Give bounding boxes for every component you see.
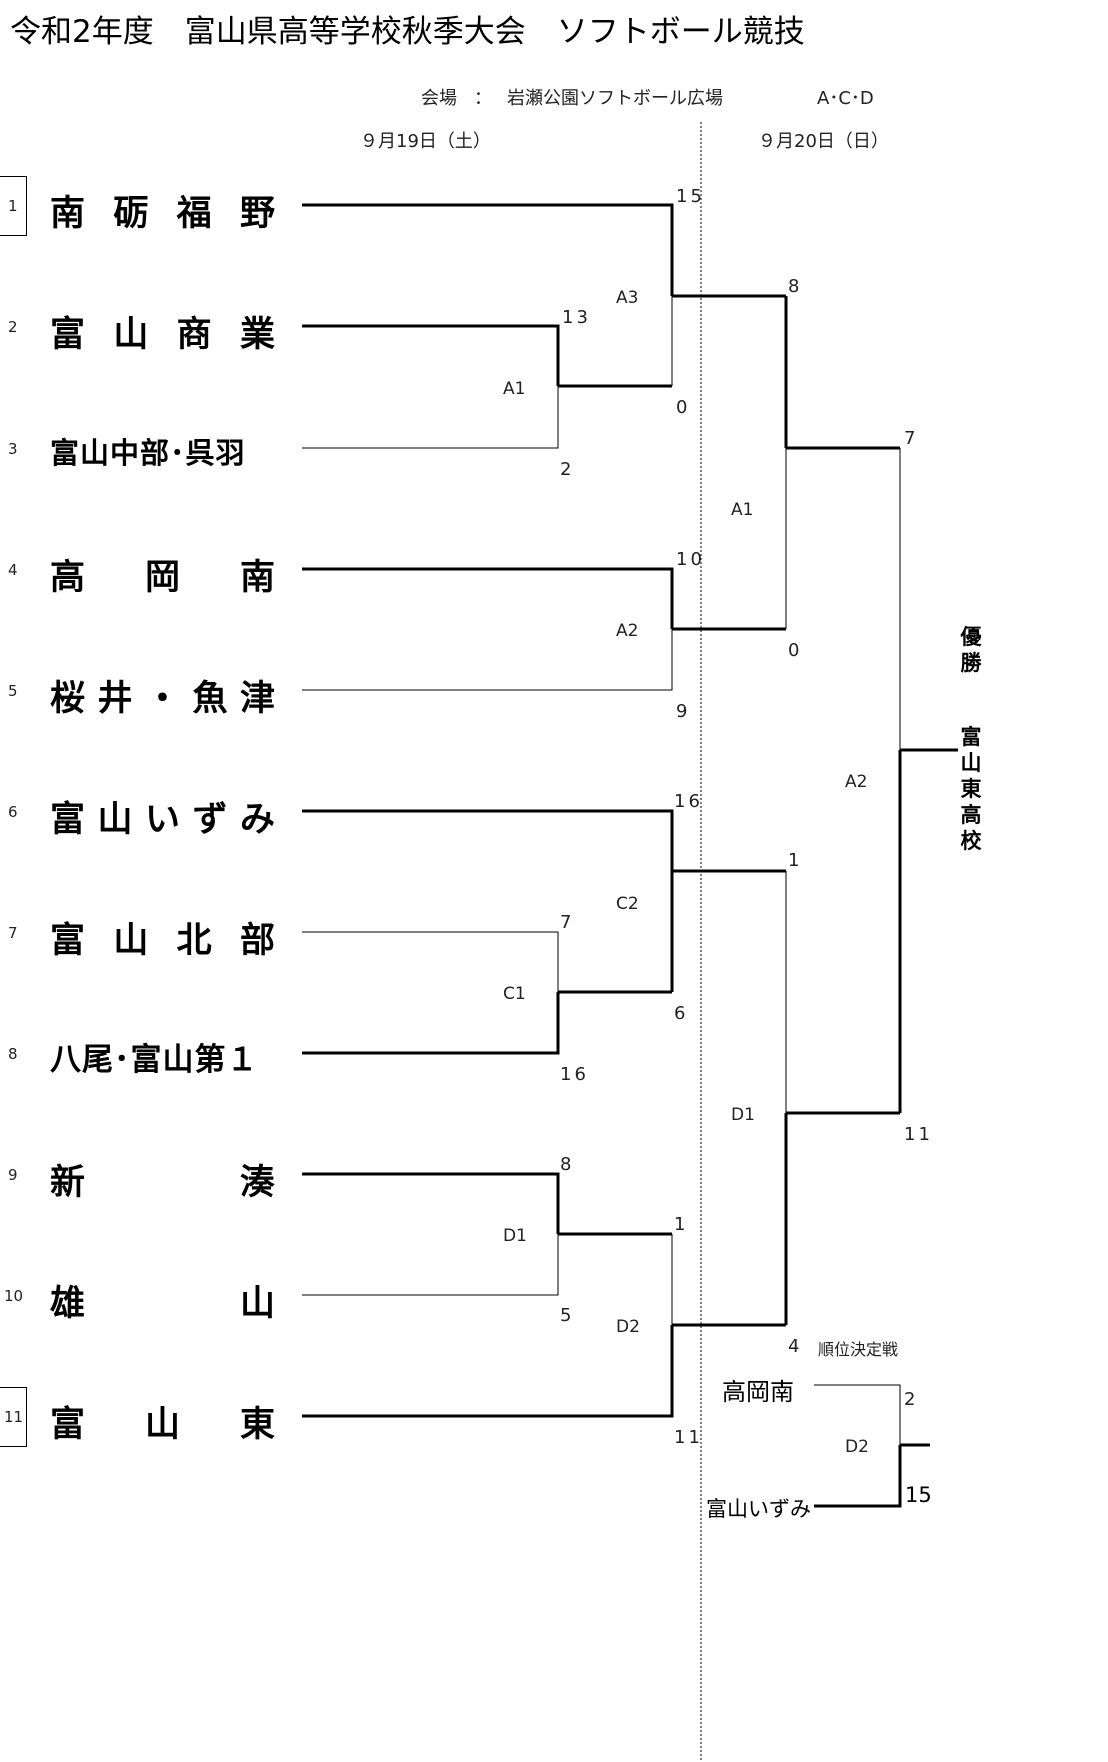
score: 8 xyxy=(788,276,803,297)
seed-number: 6 xyxy=(8,803,18,821)
game-label: D2 xyxy=(616,1317,640,1337)
seed-number: 9 xyxy=(8,1166,18,1184)
score: 0 xyxy=(676,397,691,418)
score: 7 xyxy=(904,428,919,449)
seed-number: 2 xyxy=(8,318,18,336)
placement-bottom xyxy=(814,1445,902,1508)
venue-label: 会場 xyxy=(421,88,457,109)
team-name: 高岡南 xyxy=(50,558,276,598)
team-name: 新湊 xyxy=(50,1163,276,1203)
placement-label: 順位決定戦 xyxy=(818,1340,899,1359)
score: 15 xyxy=(676,186,705,207)
r1-d1-top xyxy=(302,1172,560,1234)
r1-a1-top xyxy=(302,324,560,386)
seed-number: 5 xyxy=(8,682,18,700)
score: 4 xyxy=(788,1336,803,1357)
game-label: A1 xyxy=(503,379,526,399)
score: 1 xyxy=(674,1214,689,1235)
score: 6 xyxy=(674,1003,689,1024)
score: 11 xyxy=(904,1124,933,1145)
seed-number: 1 xyxy=(8,197,18,215)
r1-d1-bottom xyxy=(302,1234,559,1296)
r1-a1-bottom xyxy=(302,386,559,449)
score: 2 xyxy=(904,1389,919,1410)
r2-c2-top xyxy=(302,809,674,871)
game-label: A3 xyxy=(616,288,639,308)
score: 1 xyxy=(788,850,803,871)
r2-d2-bottom xyxy=(302,1325,674,1418)
score: 2 xyxy=(560,459,575,480)
game-label: A1 xyxy=(731,500,754,520)
venue-name: 岩瀬公園ソフトボール広場 xyxy=(507,88,723,109)
seed-number: 7 xyxy=(8,924,18,942)
champion-label: 優勝 xyxy=(960,625,982,675)
venue-separator: ： xyxy=(474,88,492,109)
r2-a2-top xyxy=(302,567,674,629)
seed-box-1 xyxy=(0,176,27,236)
champion-team: 富山東高校 xyxy=(960,725,982,853)
game-label: D1 xyxy=(503,1226,527,1246)
game-label: C2 xyxy=(616,894,639,914)
seed-number: 4 xyxy=(8,561,18,579)
score: 9 xyxy=(676,701,691,722)
score: 0 xyxy=(788,640,803,661)
team-name: 八尾･富山第１ xyxy=(50,1042,259,1078)
score: 16 xyxy=(674,791,703,812)
team-name: 南砺福野 xyxy=(50,194,276,234)
score: 5 xyxy=(560,1305,575,1326)
team-name: 雄山 xyxy=(50,1284,276,1324)
game-label: D1 xyxy=(731,1105,755,1125)
team-name: 桜井・魚津 xyxy=(50,679,276,719)
date-day2: ９月20日（日） xyxy=(758,131,889,152)
seed-number: 11 xyxy=(4,1408,24,1426)
page-title: 令和2年度 富山県高等学校秋季大会 ソフトボール競技 xyxy=(10,14,805,50)
team-name: 富山商業 xyxy=(50,315,276,355)
placement-team-bottom: 富山いずみ xyxy=(706,1497,811,1521)
date-day1: ９月19日（土） xyxy=(360,131,491,152)
r1-c1-top xyxy=(302,931,559,992)
score: 15 xyxy=(905,1483,932,1507)
placement-top xyxy=(814,1384,901,1445)
r2-a3-top xyxy=(302,203,674,296)
team-name: 富山北部 xyxy=(50,921,276,961)
r2-a2-bottom xyxy=(302,629,673,691)
venue-courts: A･C･D xyxy=(817,88,874,109)
seed-number: 3 xyxy=(8,440,18,458)
score: 10 xyxy=(676,549,705,570)
score: 8 xyxy=(560,1154,575,1175)
team-name: 富山東 xyxy=(50,1405,276,1445)
score: 11 xyxy=(674,1427,703,1448)
score: 7 xyxy=(560,912,575,933)
seed-number: 8 xyxy=(8,1045,18,1063)
seed-number: 10 xyxy=(4,1287,24,1305)
team-name: 富山いずみ xyxy=(50,800,276,840)
game-label: A2 xyxy=(845,772,868,792)
game-label: D2 xyxy=(845,1437,869,1457)
score: 16 xyxy=(560,1064,589,1085)
team-name: 富山中部･呉羽 xyxy=(50,436,246,470)
game-label: A2 xyxy=(616,621,639,641)
placement-team-top: 高岡南 xyxy=(722,1378,794,1406)
game-label: C1 xyxy=(503,984,526,1004)
score: 13 xyxy=(562,307,591,328)
r1-c1-bottom xyxy=(302,992,560,1055)
seed-box-11 xyxy=(0,1387,27,1447)
